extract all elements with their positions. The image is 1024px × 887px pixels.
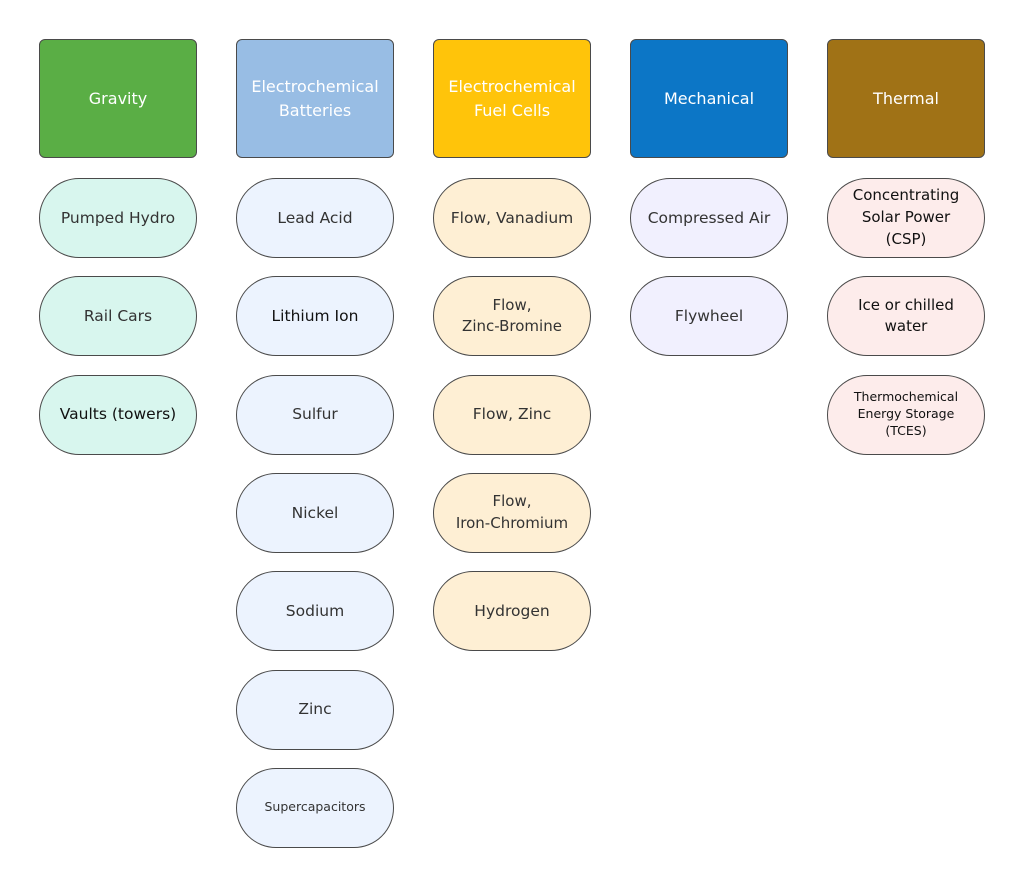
technology-item-zinc: Zinc — [236, 669, 394, 750]
technology-item-supercapacitors: Supercapacitors — [236, 767, 394, 848]
technology-item-nickel: Nickel — [236, 472, 394, 553]
technology-item-sulfur: Sulfur — [236, 374, 394, 455]
category-header-mechanical: Mechanical — [630, 39, 788, 158]
technology-item-rail-cars: Rail Cars — [39, 276, 197, 357]
technology-item-flow-vanadium: Flow, Vanadium — [433, 178, 591, 258]
technology-item-flow-zinc-bromine: Flow,Zinc-Bromine — [433, 276, 591, 357]
technology-item-lithium-ion: Lithium Ion — [236, 276, 394, 357]
technology-item-flywheel: Flywheel — [630, 276, 788, 357]
category-header-gravity: Gravity — [39, 39, 197, 158]
technology-item-hydrogen: Hydrogen — [433, 571, 591, 652]
technology-item-flow-iron-chromium: Flow,Iron-Chromium — [433, 472, 591, 553]
technology-item-vaults-towers: Vaults (towers) — [39, 374, 197, 455]
technology-item-pumped-hydro: Pumped Hydro — [39, 178, 197, 258]
technology-item-compressed-air: Compressed Air — [630, 178, 788, 258]
category-header-thermal: Thermal — [827, 39, 985, 158]
technology-item-sodium: Sodium — [236, 571, 394, 652]
technology-item-flow-zinc: Flow, Zinc — [433, 374, 591, 455]
technology-item-lead-acid: Lead Acid — [236, 178, 394, 258]
